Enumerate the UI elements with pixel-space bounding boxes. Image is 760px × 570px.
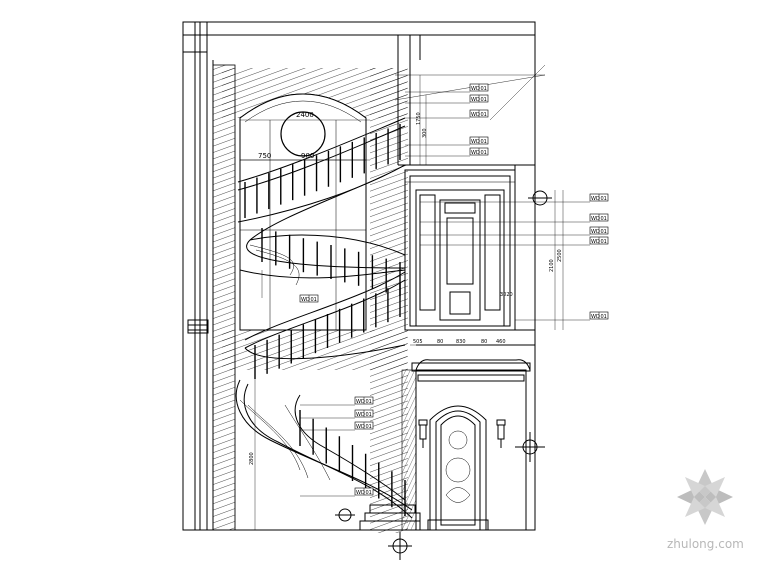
watermark-text: zhulong.com xyxy=(667,537,744,551)
tag-number: 01 xyxy=(481,139,487,145)
tag-number: 01 xyxy=(481,112,487,118)
dim-1750: 1750 xyxy=(416,112,422,125)
wall-sconce-right xyxy=(496,419,506,448)
leader-lines xyxy=(261,91,590,497)
tag-code: WD xyxy=(591,216,600,222)
tag-number: 01 xyxy=(601,239,607,245)
stair-balusters xyxy=(244,124,406,516)
dim-80a: 80 xyxy=(437,339,443,345)
tag-code: WD xyxy=(471,150,480,156)
tag-number: 01 xyxy=(366,412,372,418)
dim-80b: 80 xyxy=(481,339,487,345)
tag-code: WD xyxy=(591,239,600,245)
tag-number: 01 xyxy=(366,490,372,496)
section-marker-upper xyxy=(528,190,552,206)
oculus-window xyxy=(280,111,326,157)
tag-code: WD xyxy=(471,139,480,145)
tag-code: WD xyxy=(471,97,480,103)
dim-750: 750 xyxy=(258,152,271,160)
tag-number: 01 xyxy=(366,399,372,405)
tag-code: WD xyxy=(471,86,480,92)
tag-number: 01 xyxy=(481,86,487,92)
tag-number: 01 xyxy=(366,424,372,430)
section-marker-bottom xyxy=(388,532,412,560)
tag-code: WD xyxy=(591,196,600,202)
dim-2500: 2500 xyxy=(557,249,563,262)
tag-number: 01 xyxy=(481,150,487,156)
dim-2100: 2100 xyxy=(549,259,555,272)
dim-830: 830 xyxy=(456,339,466,345)
dim-2400: 2400 xyxy=(296,111,314,119)
dim-2800: 2800 xyxy=(249,452,255,465)
upper-door xyxy=(398,164,535,331)
spiral-staircase xyxy=(235,117,413,519)
tag-number: 01 xyxy=(481,97,487,103)
tag-code: WD xyxy=(591,314,600,320)
dim-900: 900 xyxy=(301,152,314,160)
wall-sconce-left xyxy=(418,419,428,448)
tag-number: 01 xyxy=(601,229,607,235)
section-marker-right xyxy=(515,432,545,462)
tag-number: 01 xyxy=(601,196,607,202)
tag-code: WD xyxy=(356,399,365,405)
tag-number: 01 xyxy=(601,216,607,222)
dim-460: 460 xyxy=(496,339,506,345)
tag-code: WD xyxy=(301,297,310,303)
watermark-logo xyxy=(677,469,733,525)
tag-code: WD xyxy=(356,424,365,430)
tag-number: 01 xyxy=(601,314,607,320)
dim-3020: 3020 xyxy=(500,292,513,298)
tag-code: WD xyxy=(356,490,365,496)
tag-number: 01 xyxy=(311,297,317,303)
dim-300: 300 xyxy=(422,128,428,138)
wall-texture-hatch xyxy=(212,64,417,533)
lower-doorway xyxy=(411,344,535,531)
dim-505: 505 xyxy=(413,339,423,345)
tag-code: WD xyxy=(471,112,480,118)
section-marker-stair xyxy=(335,508,355,522)
arched-window xyxy=(239,93,367,331)
tag-code: WD xyxy=(356,412,365,418)
stair-landing xyxy=(183,504,535,531)
tag-code: WD xyxy=(591,229,600,235)
